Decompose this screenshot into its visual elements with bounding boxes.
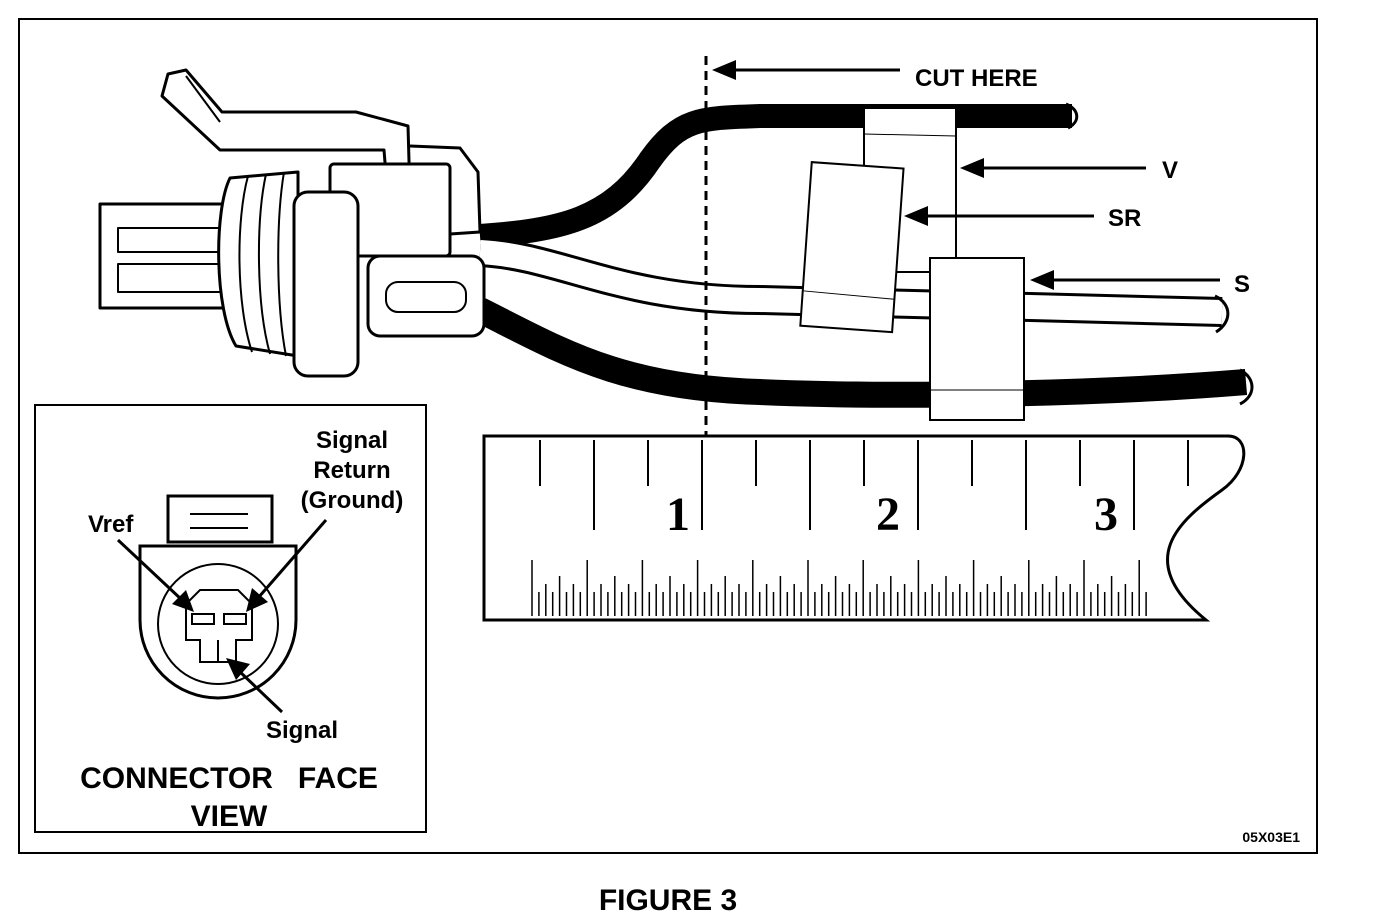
signal-return-label-line3: (Ground)	[301, 487, 404, 514]
connector-side-view	[98, 68, 486, 378]
signal-label: Signal	[266, 717, 338, 744]
ruler-ticks-top	[539, 440, 1189, 530]
wire-harness	[474, 102, 1254, 408]
signal-return-label-line1: Signal	[316, 427, 388, 454]
wire-s-end	[1214, 294, 1230, 334]
callout-arrow-s	[1030, 270, 1220, 290]
signal-arrow	[226, 658, 284, 714]
cut-arrow	[712, 60, 900, 80]
flag-sr	[799, 161, 905, 334]
ruler-number-3: 3	[1094, 488, 1118, 541]
connector-face	[138, 494, 298, 700]
flag-s	[929, 257, 1025, 421]
figure-frame	[18, 18, 1318, 854]
wire-v	[479, 104, 1072, 248]
vref-label: Vref	[88, 511, 134, 538]
connector-face-inset: Signal Return (Ground) Vref	[34, 404, 427, 833]
wire-flags	[799, 107, 1025, 421]
figure-caption: FIGURE 3	[599, 884, 737, 917]
cut-here-label: CUT HERE	[915, 65, 1038, 92]
callout-arrow-v	[960, 158, 1146, 178]
ruler: 1 2 3	[482, 434, 1246, 622]
label-sr: SR	[1108, 205, 1141, 232]
inset-title-line2: VIEW	[191, 800, 268, 833]
callout-arrow-sr	[904, 206, 1094, 226]
inset-title-line1: CONNECTOR FACE	[80, 762, 378, 795]
vref-arrow	[116, 538, 194, 612]
wire-sr	[474, 298, 1248, 408]
wire-s-fill	[479, 240, 1223, 324]
figure-code: 05X03E1	[1242, 829, 1300, 845]
label-s: S	[1234, 271, 1250, 298]
signal-return-arrow	[246, 519, 328, 612]
wire-sr-end	[1239, 368, 1254, 406]
wire-v-end	[1065, 102, 1079, 130]
ruler-body	[482, 434, 1246, 622]
ruler-ticks-bottom	[531, 560, 1147, 616]
label-v: V	[1162, 157, 1178, 184]
ruler-number-2: 2	[876, 488, 900, 541]
signal-return-label-line2: Return	[313, 457, 390, 484]
ruler-number-1: 1	[666, 488, 690, 541]
